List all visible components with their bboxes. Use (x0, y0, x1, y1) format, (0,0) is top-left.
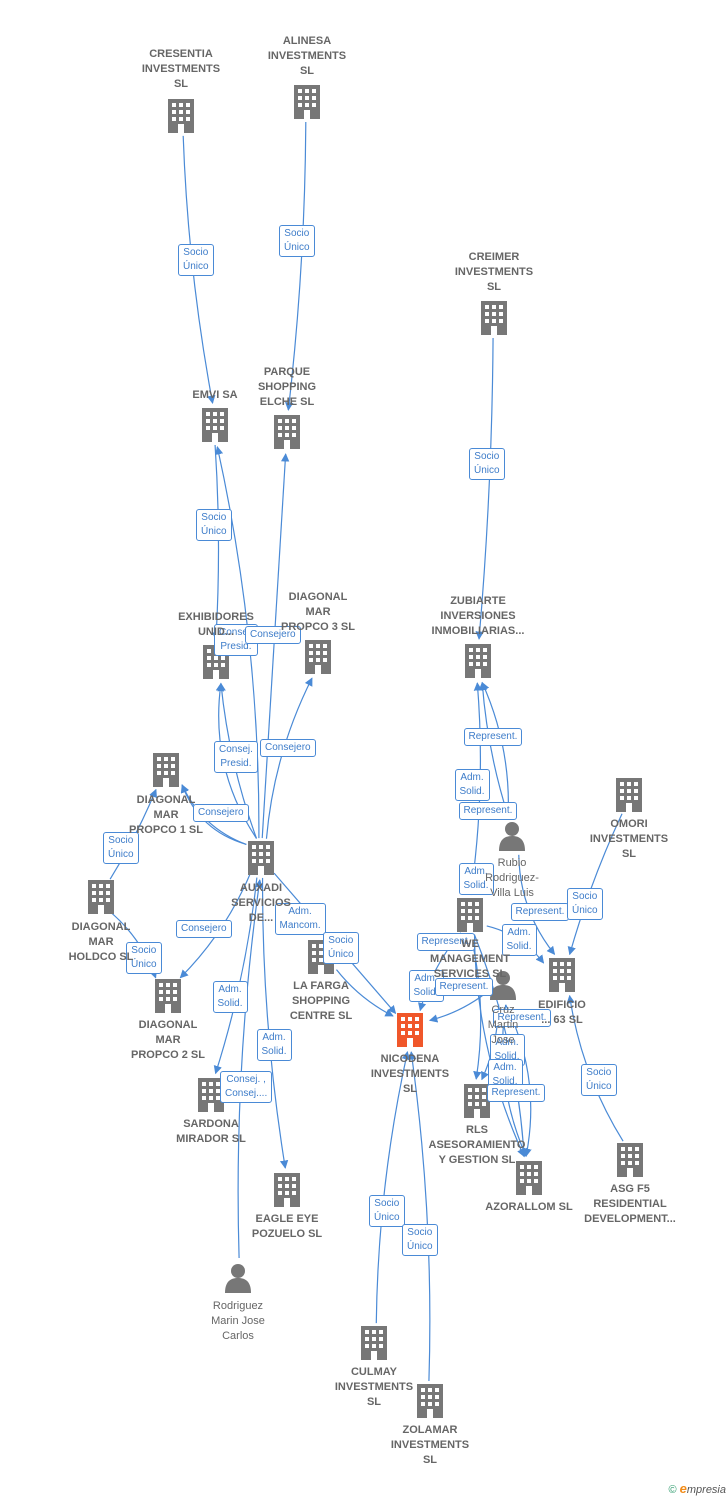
node-label-cresentia[interactable]: CRESENTIA INVESTMENTS SL (141, 48, 221, 90)
edge-label[interactable]: Consejero (193, 804, 249, 822)
node-label-lafarga[interactable]: LA FARGA SHOPPING CENTRE SL (289, 980, 353, 1022)
edge-label[interactable]: Socio Único (103, 832, 139, 864)
edge-label[interactable]: Represent. (458, 802, 518, 820)
node-label-creimer[interactable]: CREIMER INVESTMENTS SL (454, 251, 534, 293)
edge-label[interactable]: Consejero (260, 739, 316, 757)
node-label-rodriguez[interactable]: Rodriguez Marin Jose Carlos (211, 1300, 265, 1342)
edge-label[interactable]: Socio Único (323, 932, 359, 964)
edge-label[interactable]: Represent. (434, 978, 494, 996)
edge-label[interactable]: Socio Único (402, 1224, 438, 1256)
node-label-eagle[interactable]: EAGLE EYE POZUELO SL (251, 1213, 323, 1240)
edge-label[interactable]: Socio Único (196, 509, 232, 541)
node-label-zubiarte[interactable]: ZUBIARTE INVERSIONES INMOBILIARIAS... (431, 595, 525, 637)
node-label-dm1[interactable]: DIAGONAL MAR PROPCO 1 SL (129, 794, 203, 836)
edge-person2-nicodena (428, 993, 486, 1023)
edge-zolamar-nicodena (408, 1051, 431, 1382)
edge-label[interactable]: Represent. (492, 1009, 552, 1027)
node-label-rls[interactable]: RLS ASESORAMIENTO Y GESTION SL (428, 1124, 526, 1166)
edge-label[interactable]: Socio Único (469, 448, 505, 480)
edge-culmay-nicodena (375, 1051, 410, 1324)
edge-management-azorallom (473, 934, 525, 1158)
node-label-parque[interactable]: PARQUE SHOPPING ELCHE SL (257, 366, 317, 408)
edge-omori-edificio (567, 813, 623, 956)
node-label-auxadi[interactable]: AUXADI SERVICIOS DE... (231, 882, 291, 924)
edge-label[interactable]: Socio Único (581, 1064, 617, 1096)
edge-label[interactable]: Represent. (510, 903, 570, 921)
node-label-zolamar[interactable]: ZOLAMAR INVESTMENTS SL (390, 1424, 470, 1466)
node-label-emvi[interactable]: EMVI SA (192, 389, 238, 401)
node-label-omori[interactable]: OMORI INVESTMENTS SL (589, 818, 669, 860)
node-label-culmay[interactable]: CULMAY INVESTMENTS SL (334, 1366, 414, 1408)
node-label-asg[interactable]: ASG F5 RESIDENTIAL DEVELOPMENT... (584, 1183, 676, 1225)
node-label-person2[interactable]: Cruz Martin Jose (487, 1004, 519, 1046)
node-label-dmholdco[interactable]: DIAGONAL MAR HOLDCO SL (68, 921, 134, 963)
edge-auxadi-parque (261, 453, 290, 839)
node-label-exhibidores[interactable]: EXHIBIDORES UNID... (178, 611, 254, 638)
edge-auxadi-sardona (213, 877, 258, 1075)
node-label-nicodena[interactable]: NICODENA INVESTMENTS SL (370, 1053, 450, 1095)
edge-label[interactable]: Adm. Solid. (454, 769, 490, 801)
node-label-alinesa[interactable]: ALINESA INVESTMENTS SL (267, 35, 347, 77)
footer-brand: © empresia (668, 1481, 726, 1496)
edge-alinesa-parque (285, 121, 307, 411)
edge-label[interactable]: Consej. Presid. (214, 741, 258, 773)
edge-label[interactable]: Adm. Mancom. (274, 903, 326, 935)
copyright-mark: © (668, 1484, 677, 1496)
edge-label[interactable]: Represent. (486, 1084, 546, 1102)
edge-label[interactable]: Socio Único (126, 942, 162, 974)
edge-label[interactable]: Socio Único (369, 1195, 405, 1227)
edge-label[interactable]: Consejero (176, 920, 232, 938)
node-label-edificio[interactable]: EDIFICIO ... 63 SL (538, 999, 586, 1026)
edge-label[interactable]: Consej. , Consej.... (220, 1071, 273, 1103)
node-label-sardona[interactable]: SARDONA MIRADOR SL (176, 1118, 246, 1145)
edge-auxadi-eagle (261, 877, 289, 1169)
edge-label[interactable]: Socio Único (279, 225, 315, 257)
edge-label[interactable]: Adm. Solid. (501, 924, 537, 956)
empresia-logo: empresia (679, 1481, 726, 1496)
edge-emvi-exhibidores (212, 444, 221, 641)
node-label-rubio[interactable]: Rubio Rodriguez- Villa Luis (485, 857, 539, 899)
edge-creimer-zubiarte (475, 337, 494, 640)
edge-lafarga-nicodena (335, 969, 394, 1017)
node-label-azorallom[interactable]: AZORALLOM SL (485, 1201, 573, 1213)
edge-rubio-zubiarte (478, 681, 509, 817)
edge-label[interactable]: Represent. (416, 933, 476, 951)
node-label-dm2[interactable]: DIAGONAL MAR PROPCO 2 SL (131, 1019, 205, 1061)
edge-label[interactable]: Adm. Solid. (458, 863, 494, 895)
node-label-dm3[interactable]: DIAGONAL MAR PROPCO 3 SL (281, 591, 355, 633)
edge-label[interactable]: Socio Único (178, 244, 214, 276)
edge-label[interactable]: Adm. Solid. (256, 1029, 292, 1061)
edge-rubio-zubiarte (481, 681, 510, 817)
edge-label[interactable]: Consejero (245, 626, 301, 644)
node-label-management[interactable]: WE MANAGEMENT SERVICES SL (429, 938, 511, 980)
edge-label[interactable]: Adm. Solid. (212, 981, 248, 1013)
edge-auxadi-dm1 (180, 784, 247, 845)
edge-label[interactable]: Represent. (463, 728, 523, 746)
edge-rodriguez-auxadi (237, 879, 263, 1259)
edge-label[interactable]: Socio Único (567, 888, 603, 920)
